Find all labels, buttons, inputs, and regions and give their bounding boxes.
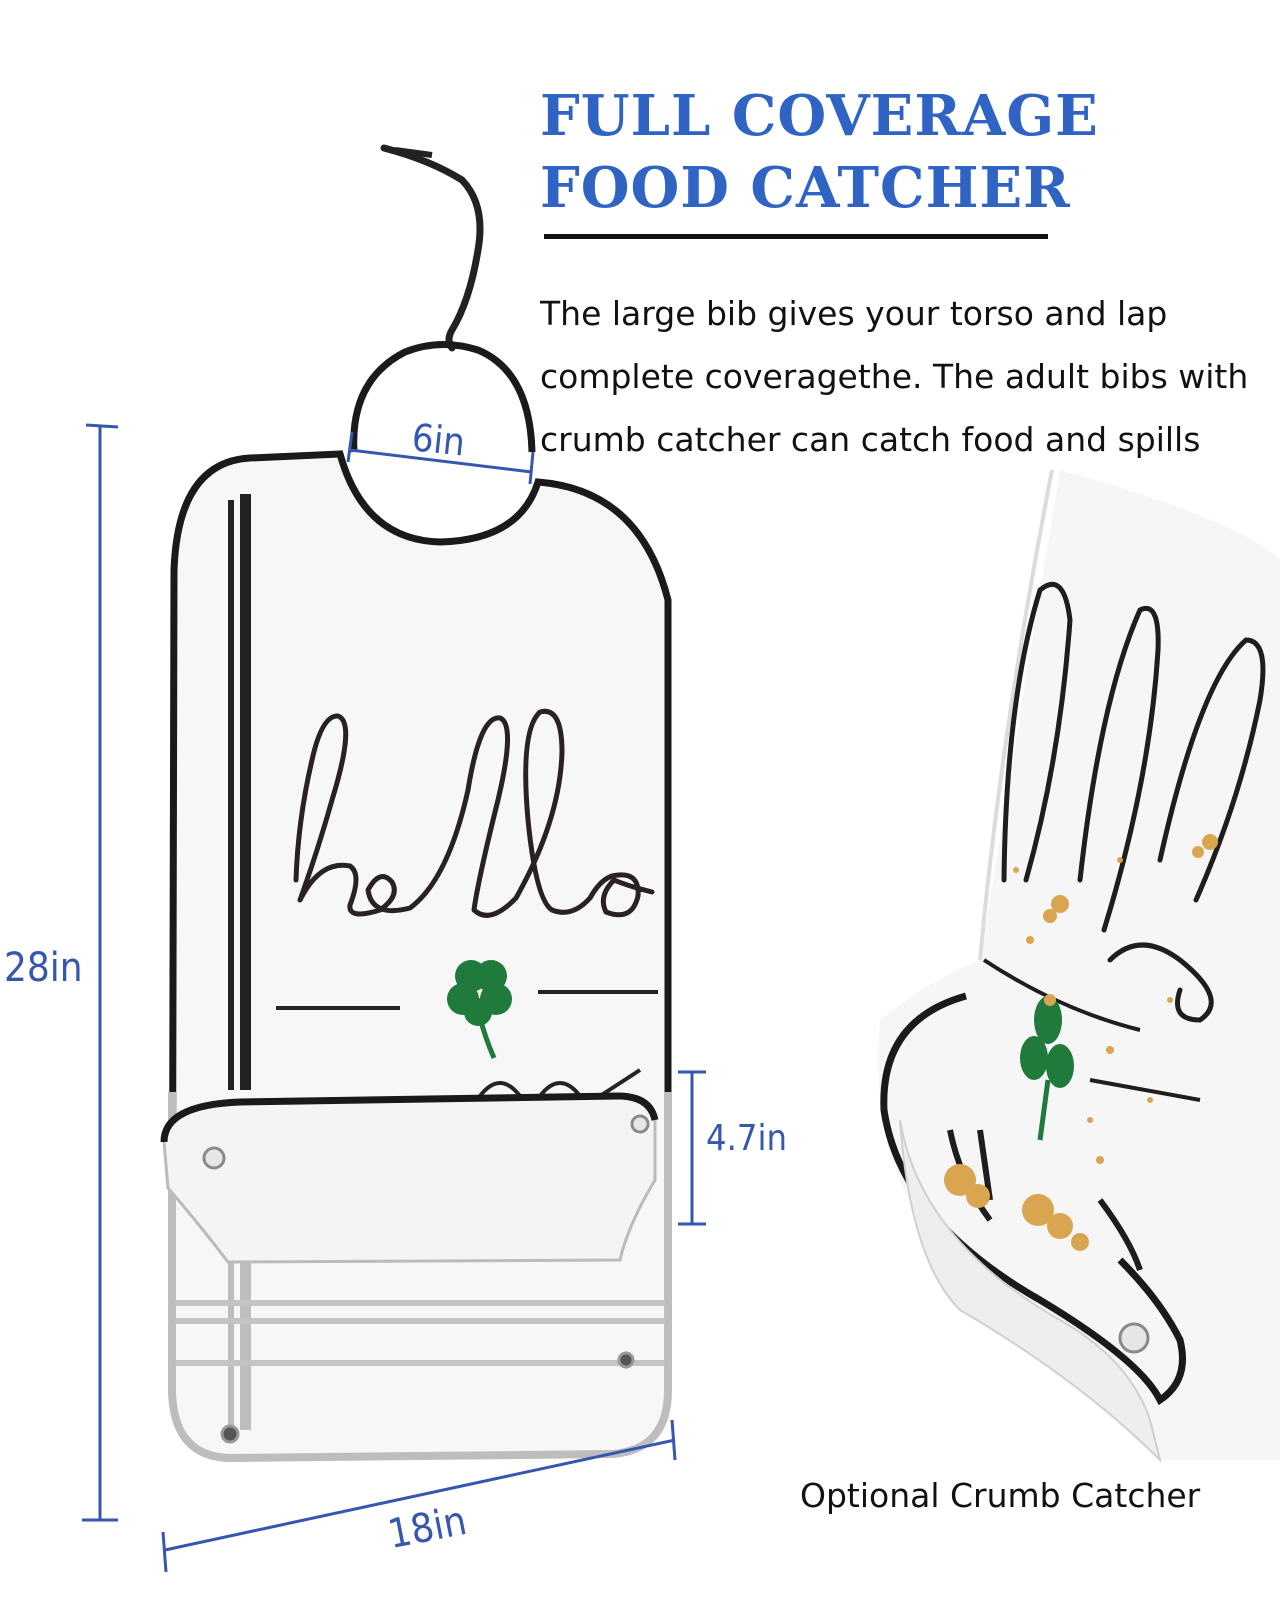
headline-rule <box>544 234 1048 239</box>
description-line-3: crumb catcher can catch food and spills <box>540 420 1201 459</box>
snap-button-icon <box>1118 1322 1150 1354</box>
bib-side-view <box>878 469 1280 1464</box>
description-line-2: complete coveragethe. The adult bibs wit… <box>540 357 1249 396</box>
neck-loop <box>350 340 536 453</box>
dimension-lines <box>82 423 706 1573</box>
description-line-1: The large bib gives your torso and lap <box>540 294 1168 333</box>
description: The large bib gives your torso and lap c… <box>540 282 1270 471</box>
neck-dimension-label: 6in <box>409 415 468 465</box>
side-hello-script <box>1001 581 1266 1023</box>
shamrock-icon <box>1020 996 1074 1141</box>
hanging-strap <box>380 144 484 352</box>
pocket-dimension-label: 4.7in <box>706 1118 788 1159</box>
height-dimension-label: 28in <box>4 945 83 991</box>
crumb-catcher-caption: Optional Crumb Catcher <box>800 1476 1201 1515</box>
snap-button-icon <box>202 1114 650 1444</box>
crumbs <box>944 834 1218 1251</box>
crumb-pocket <box>162 1094 657 1264</box>
shamrock-icon <box>447 960 512 1059</box>
headline: FULL COVERAGE FOOD CATCHER <box>540 80 1100 224</box>
headline-line-1: FULL COVERAGE <box>540 83 1099 149</box>
headline-line-2: FOOD CATCHER <box>540 155 1071 221</box>
side-crumb-pocket <box>880 992 1186 1406</box>
hello-script <box>293 708 655 918</box>
bib-front-view <box>160 144 672 1463</box>
